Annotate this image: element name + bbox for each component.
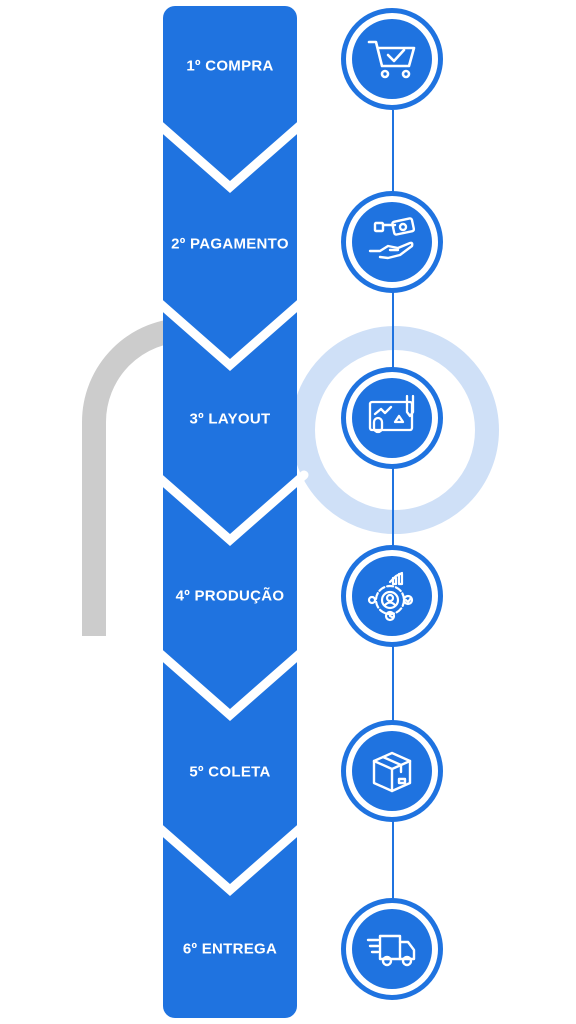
step-icon-badge-coleta [341, 720, 443, 822]
step-label-pagamento: 2º PAGAMENTO [171, 235, 289, 253]
step-label-entrega: 6º ENTREGA [182, 940, 278, 958]
design-layout-icon [368, 394, 415, 434]
step-label-layout: 3º LAYOUT [189, 410, 271, 428]
delivery-truck-icon [366, 934, 416, 967]
hand-payment-icon [368, 217, 416, 260]
step-label-producao: 4º PRODUÇÃO [175, 587, 285, 605]
package-box-icon [372, 751, 412, 793]
chevron-separator [151, 295, 309, 371]
step-icon-badge-producao [341, 545, 443, 647]
logo-light-blue-ring [291, 326, 499, 534]
step-label-compra: 1º COMPRA [186, 57, 274, 75]
chevron-separator [151, 820, 309, 896]
step-icon-badge-layout [341, 367, 443, 469]
chevron-separator [151, 470, 309, 546]
step-label-coleta: 5º COLETA [189, 763, 271, 781]
shopping-cart-check-icon [367, 40, 416, 79]
step-icon-badge-entrega [341, 898, 443, 1000]
chevron-separator [151, 645, 309, 721]
chevron-separator [151, 117, 309, 193]
production-gear-icon [367, 571, 414, 622]
step-icon-badge-pagamento [341, 191, 443, 293]
strip-background [163, 6, 297, 1018]
step-icon-badge-compra [341, 8, 443, 110]
timeline-connector-line [392, 110, 394, 920]
